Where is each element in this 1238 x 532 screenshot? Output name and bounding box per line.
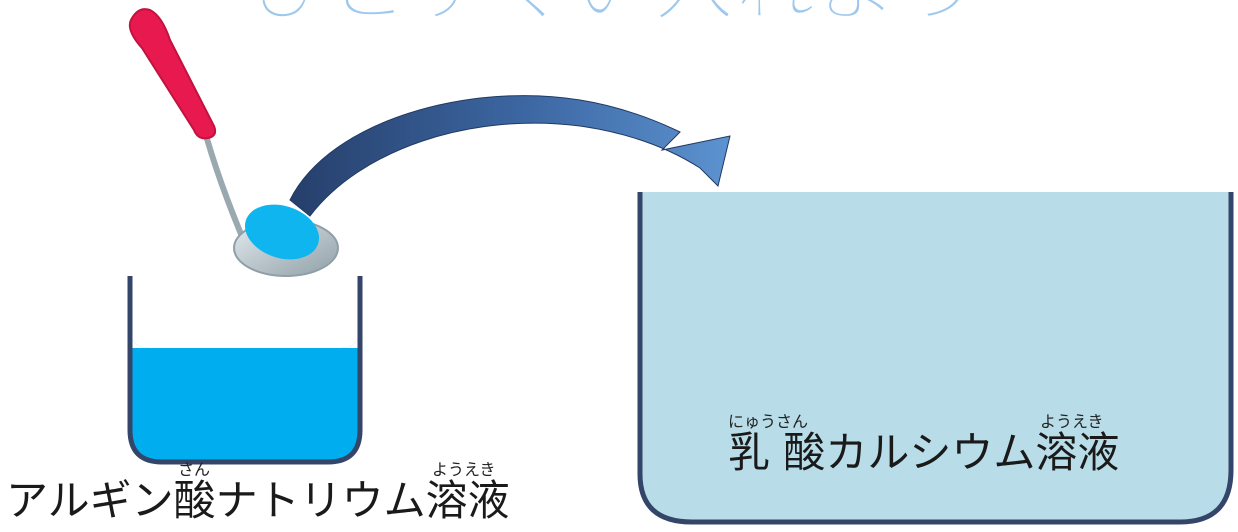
sodium-alginate-beaker [127,276,363,465]
ladle-handle [128,8,217,140]
ladle-blob [244,204,320,260]
beaker-liquid [130,348,360,462]
ladle-icon [128,8,339,277]
page-title-text: ひとすくい入れよう [247,0,980,34]
calcium-lactate-basin [637,192,1234,525]
ladle-shaft [201,125,249,249]
page-title: ひとすくい入れよう [246,0,981,35]
right-ruby-youeki: ようえき [1040,412,1104,431]
curved-arrow-icon [289,95,731,217]
right-ruby-nyuusan: にゅうさん [728,412,809,431]
basin-body [640,192,1231,522]
left-ruby-san: さん [178,460,211,479]
sodium-alginate-label: アルギン酸ナトリウム溶液 [6,476,510,525]
curved-arrow-shape [289,95,731,217]
basin-outline [637,192,1234,525]
beaker-inner-white [130,276,360,348]
beaker-outline [127,276,363,465]
left-ruby-youeki: ようえき [432,460,496,479]
calcium-lactate-label: 乳 酸カルシウム溶液 [728,428,1120,477]
